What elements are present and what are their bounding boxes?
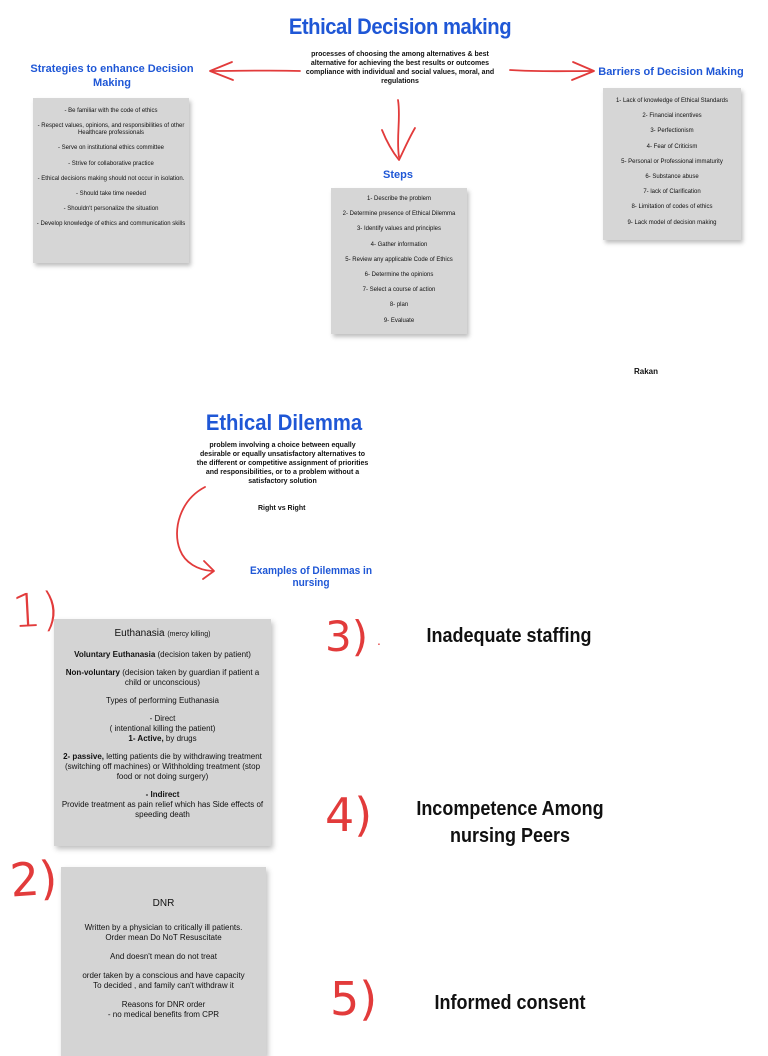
- down-arrow: [398, 100, 399, 157]
- curved-arrow: [177, 487, 212, 571]
- annotation-arrows: [0, 0, 768, 1024]
- right-arrow: [510, 70, 592, 71]
